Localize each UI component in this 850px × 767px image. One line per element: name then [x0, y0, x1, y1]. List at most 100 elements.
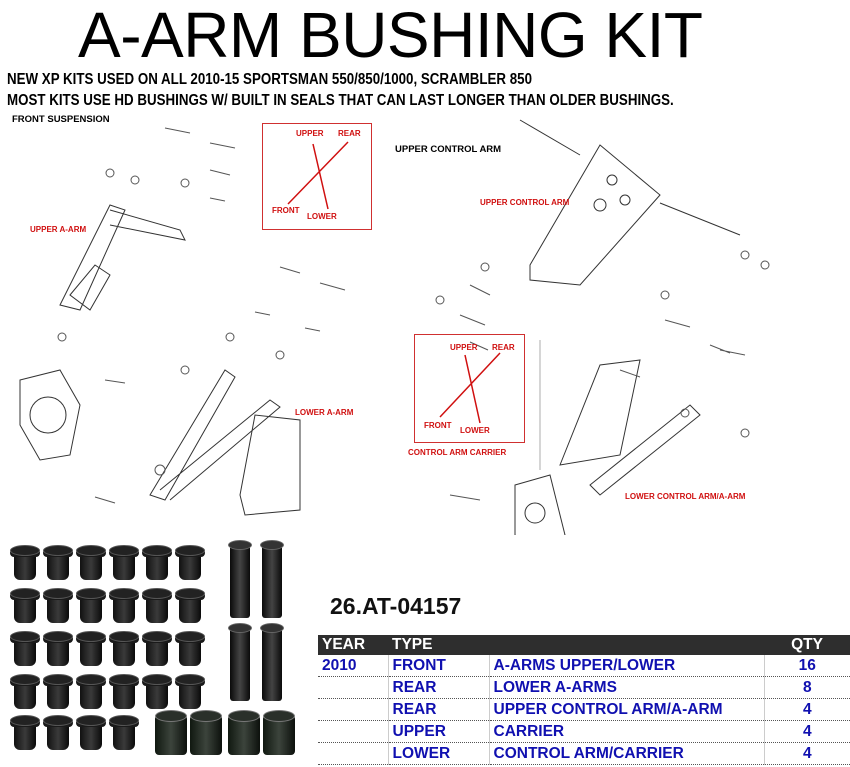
cell-type: REAR	[387, 676, 489, 699]
front-suspension-heading: FRONT SUSPENSION	[12, 114, 110, 125]
cell-year	[318, 720, 388, 743]
bushing	[142, 674, 172, 710]
bushing	[175, 674, 205, 710]
bushing	[175, 631, 205, 667]
header-year: YEAR	[318, 635, 388, 655]
bushing	[76, 674, 106, 710]
bushing-sleeve	[228, 540, 252, 618]
bushing	[109, 674, 139, 710]
cell-year: 2010	[318, 655, 388, 677]
bushing	[76, 588, 106, 624]
cell-qty: 4	[763, 720, 850, 743]
bushing	[10, 588, 40, 624]
dir-rear: REAR	[338, 129, 361, 138]
bushing	[109, 715, 139, 751]
bushing	[109, 545, 139, 581]
page-title: A-ARM BUSHING KIT	[78, 0, 703, 71]
bushing	[43, 674, 73, 710]
callout-upper-a-arm: UPPER A-ARM	[30, 225, 87, 234]
hardware-washers	[57, 168, 770, 476]
front-upper-a-arm	[59, 204, 186, 311]
bushing	[43, 545, 73, 581]
direction-arrows	[287, 141, 349, 210]
rear-lower-control-arm	[559, 359, 701, 496]
bushing-cylinder	[190, 710, 222, 756]
front-lower-a-arm	[149, 369, 281, 501]
cell-year	[318, 742, 388, 765]
subtitle-line-2: MOST KITS USE HD BUSHINGS W/ BUILT IN SE…	[7, 92, 674, 109]
bushing	[10, 674, 40, 710]
bushing	[142, 545, 172, 581]
front-knuckle	[19, 369, 81, 461]
cell-qty: 4	[763, 698, 850, 721]
bushing	[10, 545, 40, 581]
bushing-sleeve	[228, 623, 252, 701]
header-type: TYPE	[388, 635, 489, 655]
dir-front: FRONT	[424, 421, 452, 430]
bushing-cylinder	[228, 710, 260, 756]
upper-control-arm-heading: UPPER CONTROL ARM	[395, 144, 502, 155]
cell-qty: 16	[763, 655, 850, 677]
cell-description: LOWER A-ARMS	[488, 676, 764, 699]
dir-lower: LOWER	[307, 212, 337, 221]
suspension-exploded-diagram	[19, 119, 770, 535]
hardware-bolts	[94, 127, 746, 504]
bushing	[109, 631, 139, 667]
bushing	[10, 631, 40, 667]
subtitle-line-1: NEW XP KITS USED ON ALL 2010-15 SPORTSMA…	[7, 71, 532, 88]
bushing	[76, 631, 106, 667]
cell-qty: 4	[763, 742, 850, 765]
cell-year	[318, 676, 388, 699]
bushing-sleeve	[260, 623, 284, 701]
part-number: 26.AT-04157	[330, 593, 462, 619]
bushing-cylinder	[263, 710, 295, 756]
bushing	[76, 715, 106, 751]
cell-description: CONTROL ARM/CARRIER	[488, 742, 764, 765]
bushing	[10, 715, 40, 751]
direction-key-front: UPPER REAR FRONT LOWER	[262, 123, 372, 230]
table-header-row: YEAR TYPE QTY	[318, 635, 850, 655]
cell-type: LOWER	[387, 742, 489, 765]
skid-plate	[239, 414, 301, 516]
bushing	[43, 631, 73, 667]
bushing	[175, 545, 205, 581]
cell-qty: 8	[763, 676, 850, 699]
callout-lower-control-arm: LOWER CONTROL ARM/A-ARM	[625, 492, 746, 501]
bushing-sleeve	[260, 540, 284, 618]
direction-arrows	[439, 352, 501, 424]
rear-carrier	[514, 474, 566, 535]
callout-control-arm-carrier: CONTROL ARM CARRIER	[408, 448, 507, 457]
bushing	[76, 545, 106, 581]
cell-year	[318, 698, 388, 721]
dir-upper: UPPER	[296, 129, 324, 138]
dir-lower: LOWER	[460, 426, 490, 435]
bushing	[43, 588, 73, 624]
cell-description: UPPER CONTROL ARM/A-ARM	[488, 698, 764, 721]
rear-upper-control-arm	[519, 119, 741, 286]
cell-type: FRONT	[387, 655, 489, 677]
dir-front: FRONT	[272, 206, 300, 215]
bushing-cylinder	[155, 710, 187, 756]
header-description	[489, 635, 764, 655]
bushing	[175, 588, 205, 624]
direction-key-rear: UPPER REAR FRONT LOWER	[414, 334, 525, 443]
cell-type: REAR	[387, 698, 489, 721]
bushing	[109, 588, 139, 624]
bushing	[142, 588, 172, 624]
dir-rear: REAR	[492, 343, 515, 352]
dir-upper: UPPER	[450, 343, 478, 352]
callout-upper-control-arm: UPPER CONTROL ARM	[480, 198, 570, 207]
bushing	[142, 631, 172, 667]
bushing-kit-photo	[0, 535, 305, 767]
cell-description: A-ARMS UPPER/LOWER	[488, 655, 764, 677]
header-qty: QTY	[764, 635, 850, 655]
cell-type: UPPER	[387, 720, 489, 743]
bushing	[43, 715, 73, 751]
